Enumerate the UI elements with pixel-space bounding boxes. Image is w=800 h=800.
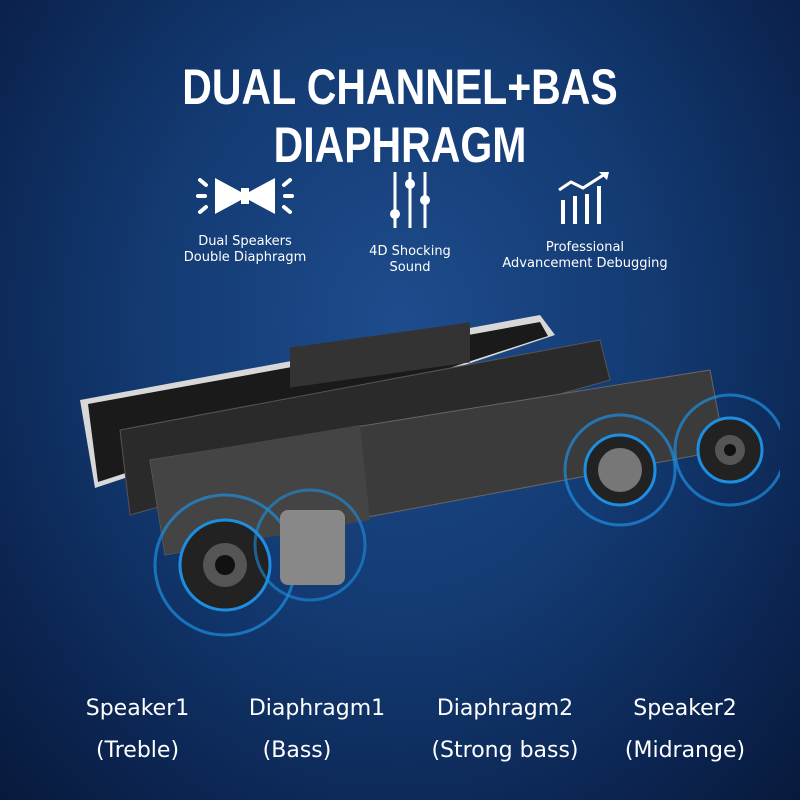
diaphragm1-bass: [253, 488, 367, 602]
soundbar-exploded-view: [80, 315, 780, 637]
feature-label: Dual Speakers: [198, 234, 292, 249]
feature-label: Double Diaphragm: [183, 250, 307, 265]
feature-professional: Professional Advancement Debugging: [490, 170, 680, 272]
headline: DUAL CHANNEL+BAS DIAPHRAGM: [182, 59, 618, 173]
equalizer-icon: [390, 172, 430, 228]
growth-chart-icon: [558, 172, 609, 224]
speaker2-midrange: [673, 393, 780, 507]
label-speaker2: Speaker2(Midrange): [624, 696, 746, 763]
diaphragm2-strong-bass: [563, 413, 677, 527]
speaker1-treble: [153, 493, 297, 637]
feature-label: 4D Shocking: [369, 244, 451, 259]
feature-4d-sound: 4D Shocking Sound: [345, 170, 475, 276]
label-speaker1: Speaker1(Treble): [85, 696, 190, 763]
feature-dual-speakers: Dual Speakers Double Diaphragm: [175, 170, 315, 266]
label-diaphragm1: Diaphragm1(Bass): [248, 696, 386, 763]
feature-label: Sound: [389, 260, 431, 275]
speaker-icon: [196, 178, 294, 214]
label-diaphragm2: Diaphragm2(Strong bass): [431, 696, 579, 763]
feature-label: Advancement Debugging: [502, 256, 668, 271]
feature-label: Professional: [545, 240, 625, 255]
